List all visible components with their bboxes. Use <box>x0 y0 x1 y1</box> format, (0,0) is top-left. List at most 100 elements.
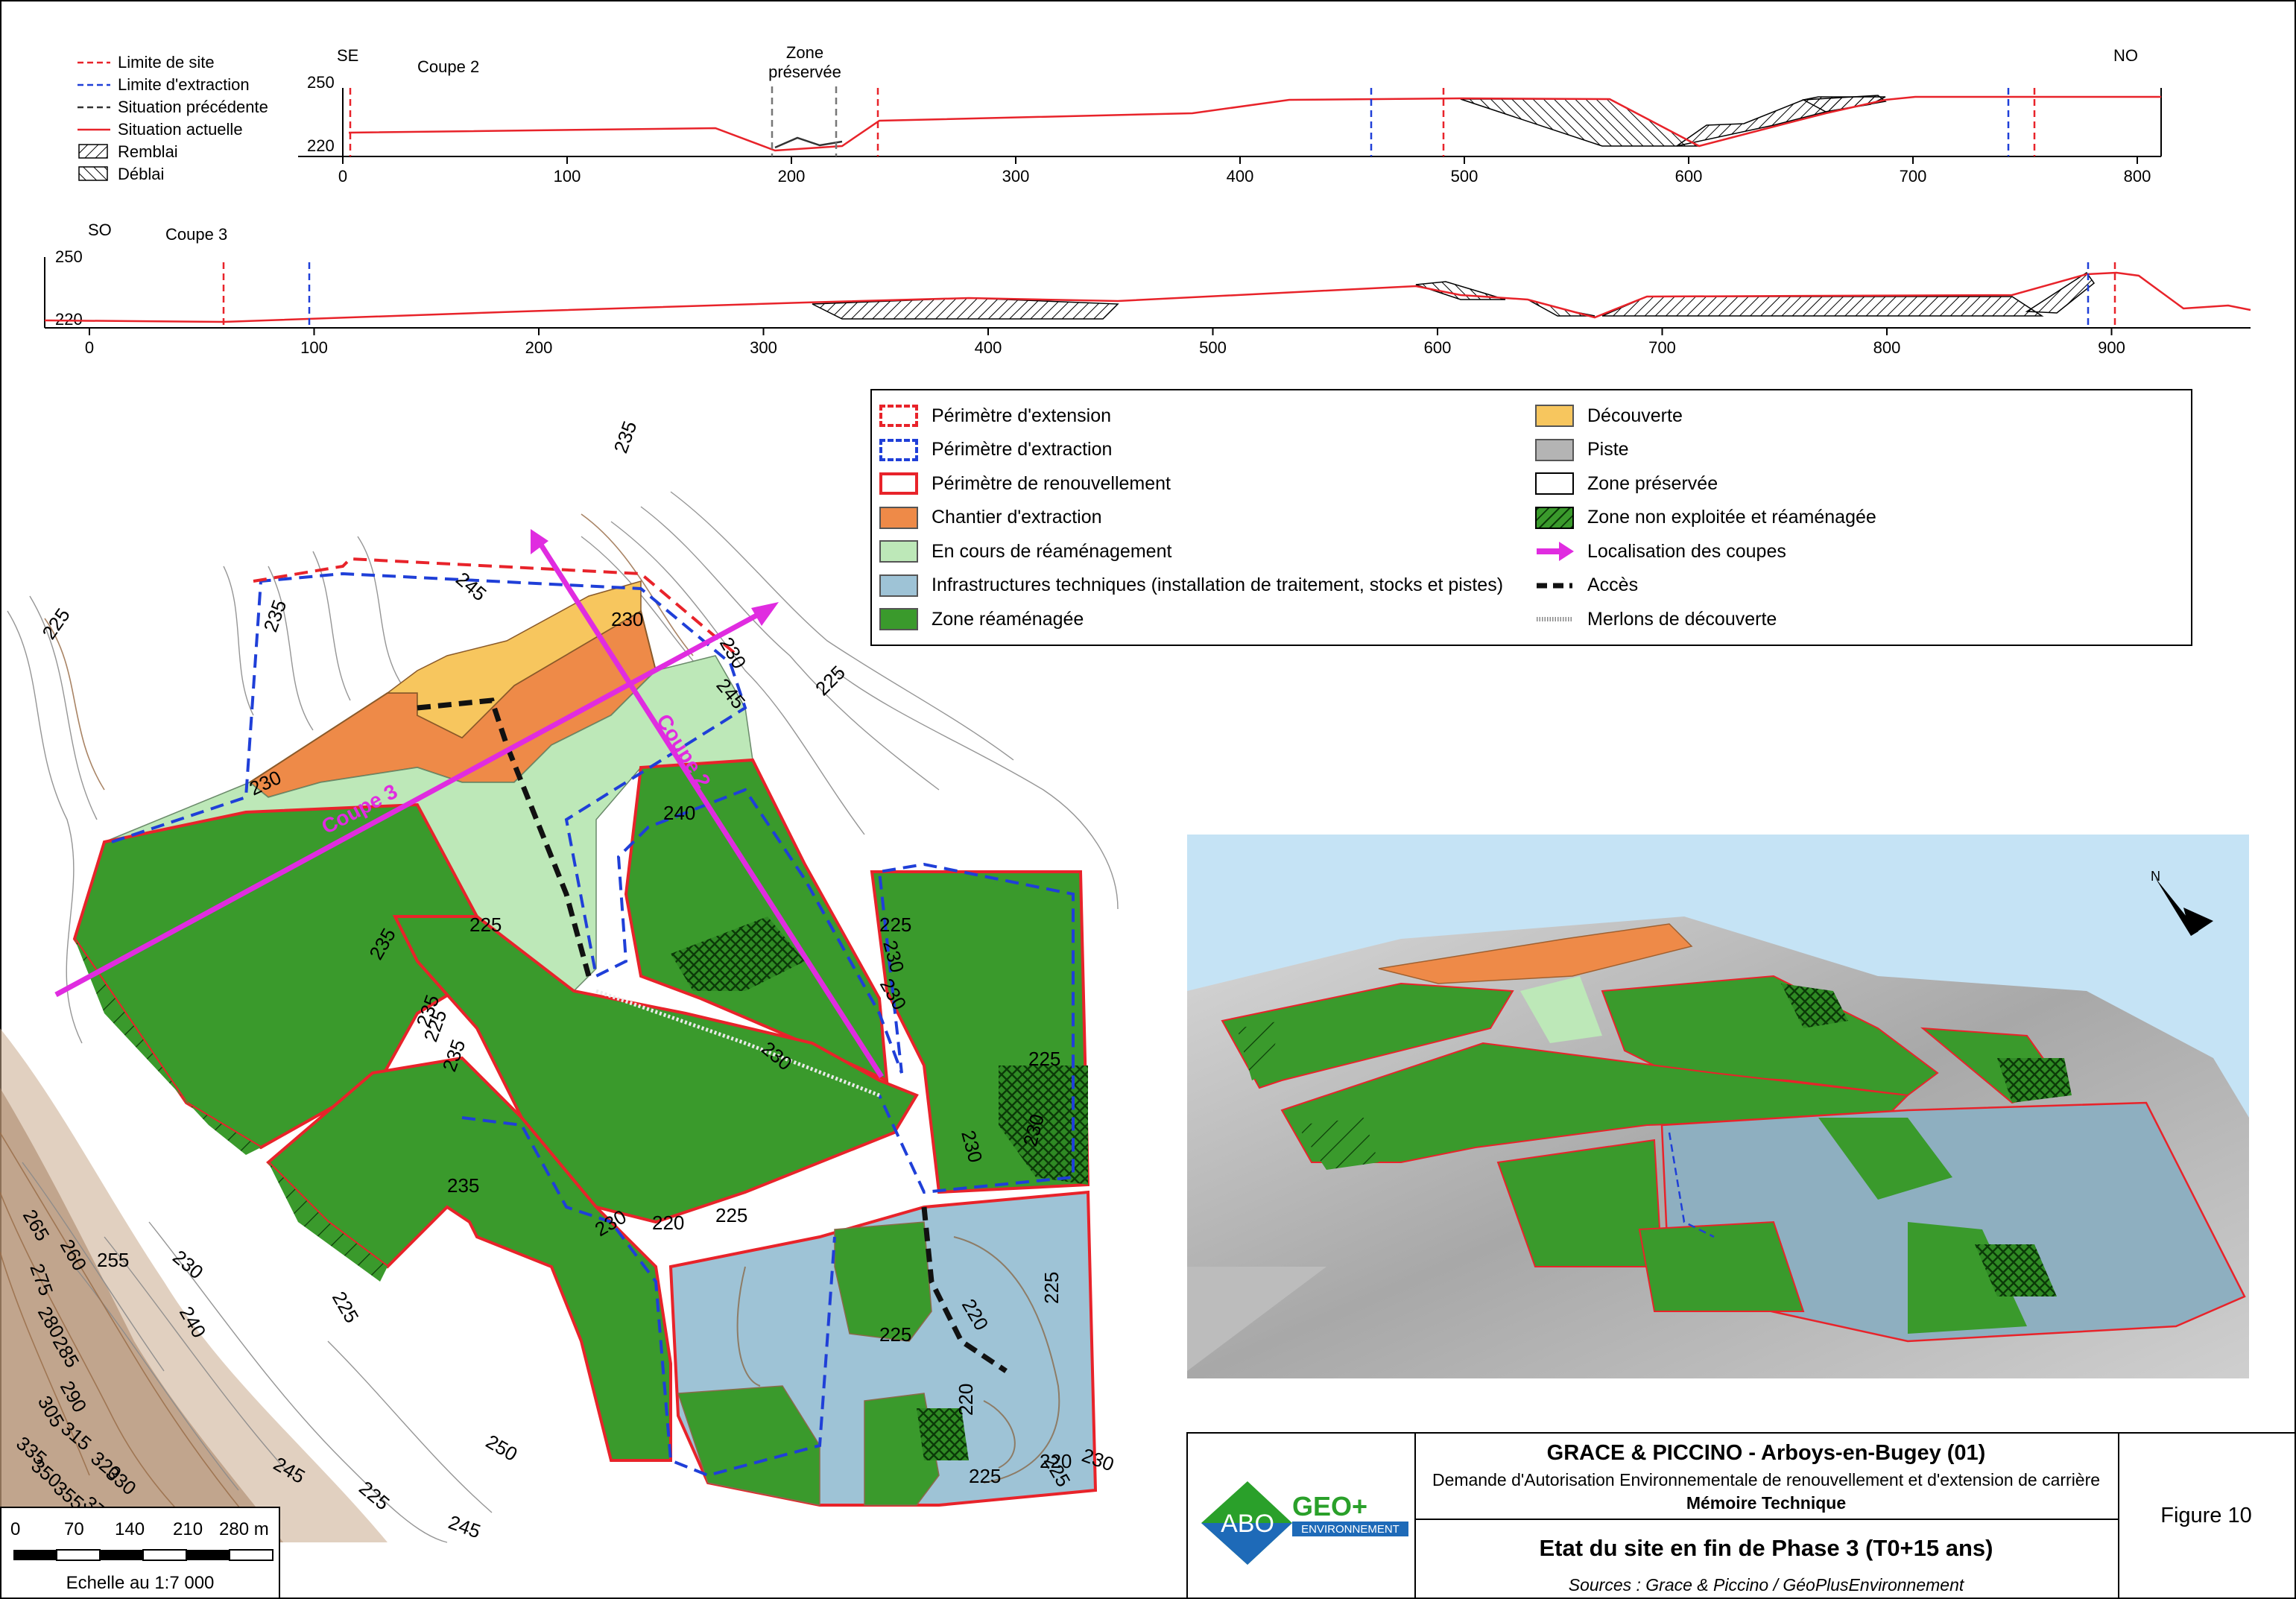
profile-legend-label: Situation précédente <box>118 98 268 116</box>
legend-label: Zone réaménagée <box>932 608 1084 630</box>
legend-item: Merlons de découverte <box>1535 604 1777 634</box>
infra-contours <box>736 1236 1060 1484</box>
coupe3-left-label: SO <box>88 221 112 239</box>
profile-legend: Limite de site Limite d'extraction Situa… <box>78 53 268 183</box>
legend-swatch <box>879 405 918 427</box>
profile-legend-label: Remblai <box>118 142 178 161</box>
coupe3-title: Coupe 3 <box>165 225 227 244</box>
coupe2-left-label: SE <box>337 46 358 65</box>
x-tick-label: 900 <box>2098 338 2125 357</box>
coupe2-arrowhead <box>531 529 548 554</box>
profile-legend-label: Situation actuelle <box>118 120 243 139</box>
contour-label: 245 <box>446 1510 484 1542</box>
contour-label: 245 <box>452 568 491 606</box>
x-tick-label: 800 <box>2124 167 2151 186</box>
coupe2-current-line <box>348 95 2161 152</box>
contour-label: 225 <box>715 1204 747 1226</box>
legend-swatch <box>1535 438 1574 461</box>
contour-label: 220 <box>652 1212 684 1234</box>
zone-preservee-central <box>671 916 805 991</box>
contour-label: 225 <box>969 1465 1001 1487</box>
scale-segment <box>56 1549 101 1561</box>
contour-lines <box>7 491 1119 1543</box>
coupe3-remblai-patch-3 <box>2025 271 2096 314</box>
contour-label: 225 <box>879 1323 911 1346</box>
coupe3-remblai-patch-2 <box>1601 296 2044 317</box>
coupe2-previous-line <box>774 136 843 149</box>
x-tick-label: 200 <box>525 338 553 357</box>
legend-swatch <box>879 540 918 563</box>
legend-label: Périmètre d'extension <box>932 405 1112 426</box>
3d-zone-non-exploitee-nw <box>1237 1021 1282 1080</box>
logo-band <box>1292 1522 1408 1536</box>
logo-abo-text: ABO <box>1221 1510 1274 1538</box>
figure-title: Etat du site en fin de Phase 3 (T0+15 an… <box>1539 1535 1993 1561</box>
merlons-decouverte <box>595 989 880 1098</box>
zone-non-exploitee-south <box>268 1162 388 1282</box>
acces-road-north <box>417 697 592 977</box>
coupe3-ytick-250: 250 <box>55 247 83 266</box>
scale-bar: 0 70 140 210 280 m Echelle au 1:7 000 <box>0 1507 280 1599</box>
scale-segment <box>100 1550 143 1560</box>
x-tick-label: 500 <box>1451 167 1479 186</box>
legend-item: Découverte <box>1535 401 1683 431</box>
profile-legend-label: Limite de site <box>118 53 215 72</box>
contour-label: 225 <box>1040 1272 1063 1304</box>
svg-text:N: N <box>2151 869 2160 884</box>
scale-segment <box>13 1550 57 1560</box>
coupe2-zone-label-2: préservée <box>768 63 841 81</box>
contour-label: 240 <box>663 802 695 824</box>
acces-road-south <box>921 1206 1008 1373</box>
legend-swatch <box>1535 405 1574 427</box>
legend-swatch <box>1535 472 1574 495</box>
3d-zone-reamenagee-sw <box>1638 1220 1805 1312</box>
legend-swatch <box>1535 574 1574 597</box>
profile-legend-label: Déblai <box>118 165 164 183</box>
legend-swatch <box>879 608 918 630</box>
legend-label: Périmètre de renouvellement <box>932 472 1171 494</box>
3d-reamenagement-en-cours <box>1520 976 1602 1043</box>
perimetre-extraction-south <box>461 1116 836 1478</box>
contour-label: 225 <box>879 914 911 936</box>
zone-reamenagee-central <box>392 915 919 1224</box>
project-subtitle: Demande d'Autorisation Environnementale … <box>1432 1470 2101 1489</box>
zone-reamenagee-infra-sw <box>677 1385 820 1506</box>
contour-label: 220 <box>955 1384 977 1416</box>
legend-swatch <box>879 438 918 461</box>
figure-sources: Sources : Grace & Piccino / GéoPlusEnvir… <box>1568 1575 1964 1595</box>
coupe2-right-label: NO <box>2113 46 2138 65</box>
scale-bar-graphic: 0 70 140 210 280 m Echelle au 1:7 000 <box>10 1519 273 1593</box>
relief-hillside-dark <box>0 1088 283 1542</box>
legend-item: Zone réaménagée <box>879 604 1084 634</box>
title-block-top: GRACE & PICCINO - Arboys-en-Bugey (01) D… <box>1414 1434 2118 1520</box>
legend-item: Périmètre d'extraction <box>879 435 1112 465</box>
contour-label: 235 <box>609 418 641 456</box>
scale-tick: 0 <box>10 1519 20 1539</box>
legend-item: Localisation des coupes <box>1535 536 1786 566</box>
coupe3-arrowhead <box>751 602 779 626</box>
x-tick-label: 400 <box>975 338 1002 357</box>
3d-zone-preservee-ne <box>1781 984 1848 1028</box>
contour-label: 235 <box>259 597 291 635</box>
zone-preservee-east <box>999 1066 1088 1185</box>
legend-item: Périmètre de renouvellement <box>879 469 1171 498</box>
logo-env-text: ENVIRONNEMENT <box>1301 1523 1400 1536</box>
zone-reamenagee-infra-north <box>834 1221 932 1342</box>
3d-zone-preservee-se <box>1975 1244 2057 1296</box>
contour-label: 225 <box>328 1288 364 1327</box>
coupe3-deblai-patch-1 <box>1415 281 1506 300</box>
x-tick-label: 500 <box>1199 338 1227 357</box>
3d-zone-reamenagee-infra <box>1818 1118 1952 1200</box>
x-tick-label: 200 <box>778 167 806 186</box>
legend-swatch <box>1535 506 1574 529</box>
legend-label: Infrastructures techniques (installation… <box>932 574 1504 595</box>
x-tick-label: 800 <box>1873 338 1901 357</box>
scale-label: Echelle au 1:7 000 <box>66 1573 215 1593</box>
legend-item: Zone préservée <box>1535 469 1718 498</box>
3d-extraction-perimeter <box>1668 1132 1715 1238</box>
contour-label: 220 <box>1040 1450 1072 1472</box>
